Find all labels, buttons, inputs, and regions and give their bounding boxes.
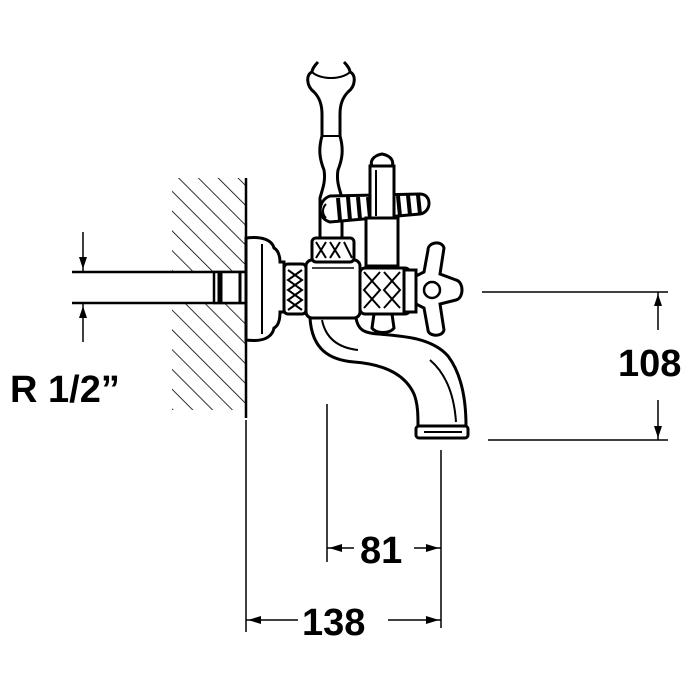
- pipe-connection: [72, 270, 248, 305]
- wall: [172, 178, 248, 418]
- thread-dimension: [79, 232, 87, 342]
- spout-reach-value: 81: [360, 530, 402, 572]
- upper-valve: [364, 152, 400, 268]
- thread-label: R 1/2”: [10, 369, 120, 411]
- shower-holder: [306, 60, 356, 238]
- height-dimension: [482, 291, 668, 441]
- mixer-body: [304, 236, 362, 320]
- height-value: 108: [618, 343, 681, 385]
- wall-flange: [244, 236, 308, 342]
- cross-handle-valve: [358, 241, 464, 337]
- total-reach-dimension: [245, 420, 441, 632]
- spout: [308, 316, 470, 440]
- spout-reach-dimension: [326, 404, 442, 628]
- total-reach-value: 138: [302, 602, 365, 644]
